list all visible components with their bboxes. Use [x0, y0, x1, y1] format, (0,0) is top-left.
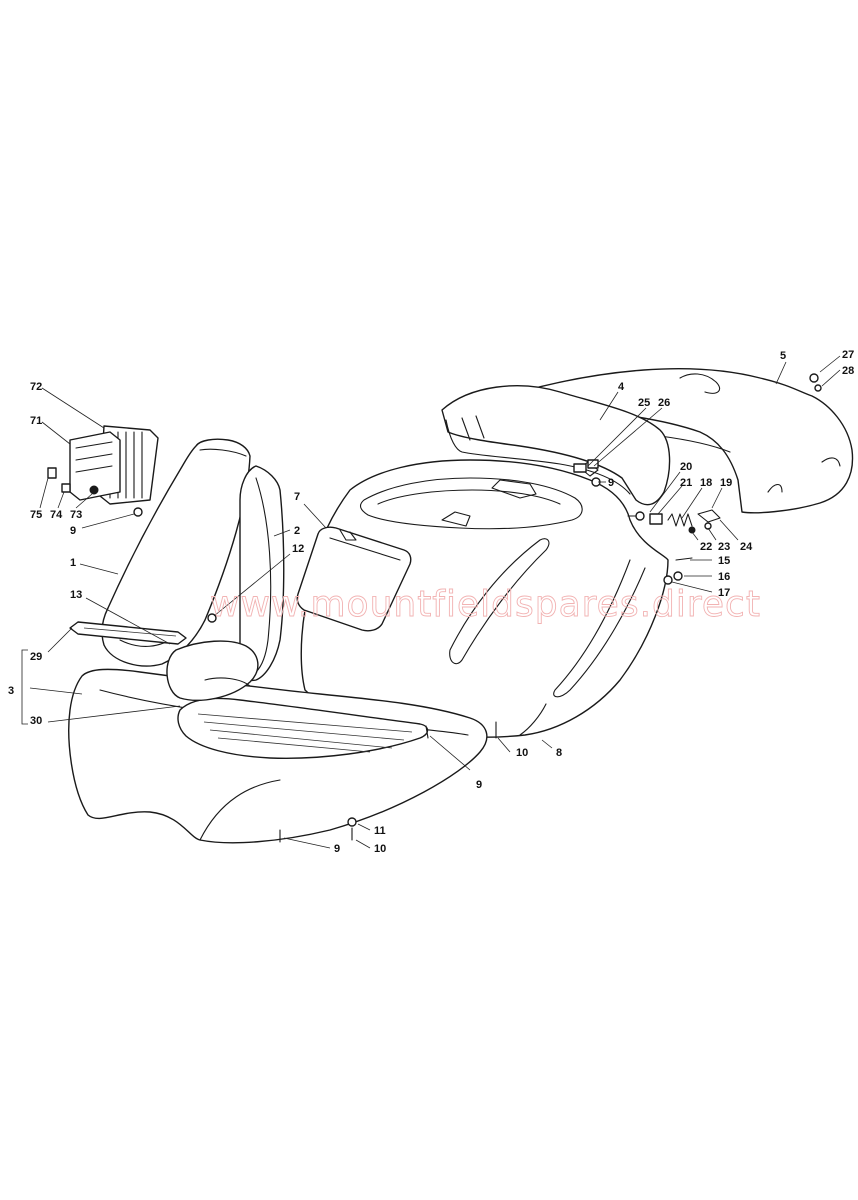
callout-28: 28: [842, 365, 854, 377]
callout-21: 21: [680, 477, 692, 489]
callout-7: 7: [294, 491, 300, 503]
bolt-27-icon: [809, 373, 819, 383]
callout-26: 26: [658, 397, 670, 409]
callout-10-base: 10: [374, 843, 386, 855]
callout-24: 24: [740, 541, 753, 553]
washer-28-icon: [814, 384, 822, 392]
callout-1: 1: [70, 557, 76, 569]
callout-29: 29: [30, 651, 42, 663]
callout-27: 27: [842, 349, 854, 361]
bolt-73-icon: [89, 485, 99, 495]
callout-9-floor: 9: [476, 779, 482, 791]
hinge-26-icon: [587, 459, 599, 469]
callout-19: 19: [720, 477, 732, 489]
spring-assembly-part: [627, 509, 721, 527]
callout-labels: 5 27 28 4 25 26 9 20 21 18 19 22 23 24 1…: [8, 349, 854, 855]
nut-74-icon: [61, 483, 71, 493]
callout-20: 20: [680, 461, 692, 473]
washer-23-icon: [704, 522, 712, 530]
callout-18: 18: [700, 477, 712, 489]
callout-9-battery: 9: [70, 525, 76, 537]
lid-panel-part: [296, 526, 412, 632]
screw-15-icon: [675, 557, 693, 561]
callout-2: 2: [294, 525, 300, 537]
washer-11-icon: [347, 817, 357, 827]
bolt-9b-icon: [425, 725, 429, 739]
callout-75: 75: [30, 509, 42, 521]
callout-22: 22: [700, 541, 712, 553]
floor-mat-part: [177, 697, 429, 759]
callout-74: 74: [50, 509, 63, 521]
callout-17: 17: [718, 587, 730, 599]
main-body-part: [300, 459, 669, 738]
callout-9-cover: 9: [608, 477, 614, 489]
callout-23: 23: [718, 541, 730, 553]
leader-lines: [21, 355, 841, 849]
lower-bracket-part: [166, 640, 259, 701]
callout-10-body: 10: [516, 747, 528, 759]
callout-72: 72: [30, 381, 42, 393]
callout-12: 12: [292, 543, 304, 555]
nut-17-icon: [663, 575, 673, 585]
callout-71: 71: [30, 415, 42, 427]
dash-panel-part: [101, 438, 251, 667]
callout-25: 25: [638, 397, 650, 409]
callout-8: 8: [556, 747, 562, 759]
callout-9-base: 9: [334, 843, 340, 855]
callout-11: 11: [374, 825, 386, 837]
callout-15: 15: [718, 555, 730, 567]
bolt-9a-icon: [133, 507, 143, 517]
clip-75-icon: [47, 467, 57, 479]
hinge-25-icon: [573, 463, 587, 473]
washer-16-icon: [673, 571, 683, 581]
mount-bracket-part: [69, 621, 187, 645]
callout-16: 16: [718, 571, 730, 583]
callout-4: 4: [618, 381, 625, 393]
callout-30: 30: [30, 715, 42, 727]
callout-73: 73: [70, 509, 82, 521]
callout-5: 5: [780, 350, 786, 362]
nut-22-icon: [688, 526, 696, 534]
side-panel-part: [239, 465, 285, 682]
watermark-text: www.mountfieldspares.direct: [210, 584, 761, 625]
callout-13: 13: [70, 589, 82, 601]
callout-3: 3: [8, 685, 14, 697]
